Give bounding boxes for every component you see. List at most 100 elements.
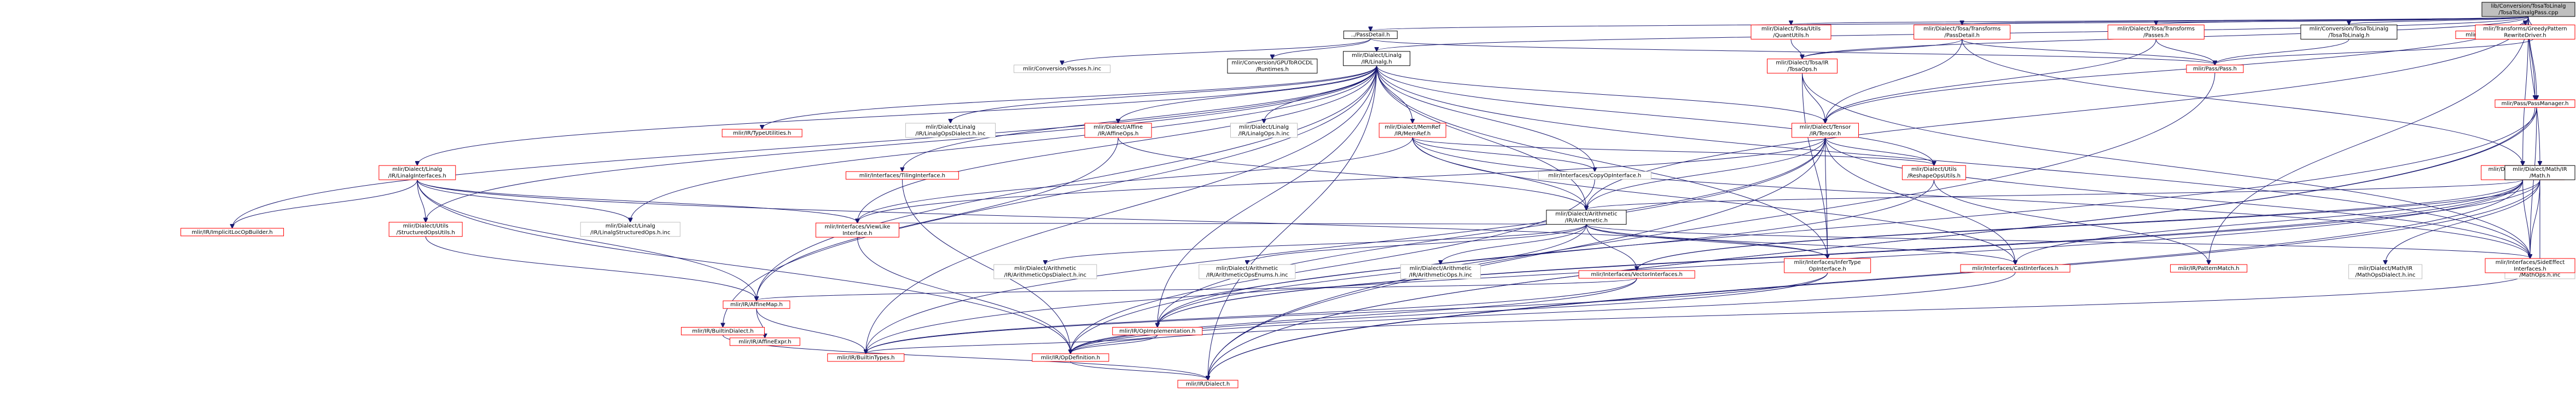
node-label-line: mlir/IR/ImplicitLocOpBuilder.h xyxy=(191,229,272,236)
node-mlir-conversion-gputorocdl-runtimes-h[interactable]: mlir/Conversion/GPUToROCDL/Runtimes.h xyxy=(1227,59,1318,74)
edge-root-to-stdops xyxy=(2523,16,2529,165)
node-box xyxy=(1032,353,1109,362)
node-box xyxy=(1343,31,1398,39)
node-box xyxy=(1177,380,1238,388)
edge-passdetail-to-convpasses xyxy=(1062,38,1371,65)
edge-stdops-to-irdialect xyxy=(1208,180,2523,380)
node-label-line: mlir/IR/AffineExpr.h xyxy=(739,339,791,345)
node-mlir-dialect-linalg-ir-linalg-h[interactable]: mlir/Dialect/Linalg/IR/Linalg.h xyxy=(1343,51,1411,66)
node-mlir-interfaces-castinterfaces-h[interactable]: mlir/Interfaces/CastInterfaces.h xyxy=(1960,264,2071,273)
node-label-line: mlir/Dialect/Arithmetic xyxy=(1014,266,1076,272)
edge-arith-to-arithopsinc xyxy=(1440,224,1587,264)
edge-affinemap-to-builtintypes xyxy=(756,308,866,353)
node-mlir-conversion-tosatolinalg-tosatolinalg-h[interactable]: mlir/Conversion/TosaToLinalg/TosaToLinal… xyxy=(2300,25,2398,40)
node-mlir-dialect-affine-ir-affineops-h[interactable]: mlir/Dialect/Affine/IR/AffineOps.h xyxy=(1084,123,1152,138)
node-box xyxy=(2475,25,2575,40)
node-mlir-ir-dialect-h[interactable]: mlir/IR/Dialect.h xyxy=(1177,380,1238,388)
node-box xyxy=(2348,264,2422,279)
node-label-line: mlir/IR/TypeUtilities.h xyxy=(733,130,791,136)
edge-linalg-to-structuredutils xyxy=(426,65,1377,222)
node-label-line: /Passes.h xyxy=(2143,33,2168,39)
node-mlir-interfaces-copyopinterface-h: mlir/Interfaces/CopyOpInterface.h xyxy=(1538,171,1652,180)
edge-vectorif-to-affinemap xyxy=(757,278,1637,300)
node-label-line: /TosaToLinalgPass.cpp xyxy=(2498,10,2558,16)
node-mlir-dialect-linalg-ir-linalgopsdialect-h-inc: mlir/Dialect/Linalg/IR/LinalgOpsDialect.… xyxy=(905,123,996,138)
node-mlir-interfaces-tilinginterface-h[interactable]: mlir/Interfaces/TilingInterface.h xyxy=(845,171,959,180)
edge-linalginterfaces-to-infertype xyxy=(417,180,1828,258)
node-mlir-transforms-greedypatternrewritedriver-h[interactable]: mlir/Transforms/GreedyPatternRewriteDriv… xyxy=(2475,25,2575,40)
node-label-line: mlir/Dialect/Linalg xyxy=(1352,53,1402,59)
edge-tensor-to-builtintypes xyxy=(866,137,1826,353)
node-box xyxy=(379,165,456,180)
edge-mathh-to-opimpl xyxy=(1158,180,2540,326)
node-box xyxy=(1792,123,1859,138)
node-mlir-ir-affineexpr-h[interactable]: mlir/IR/AffineExpr.h xyxy=(729,337,800,346)
node-mlir-ir-builtindialect-h[interactable]: mlir/IR/BuiltinDialect.h xyxy=(681,327,765,336)
edge-passmanager-to-irdialect xyxy=(1208,107,2536,380)
node-label-line: /IR/LinalgOpsDialect.h.inc xyxy=(915,131,985,137)
node-label-line: mlir/Conversion/Passes.h.inc xyxy=(1023,66,1101,72)
edge-arith-to-sideeffect xyxy=(1586,224,2530,258)
node-box xyxy=(1751,25,1831,40)
node-mlir-ir-opdefinition-h[interactable]: mlir/IR/OpDefinition.h xyxy=(1032,353,1109,362)
edge-linalg-to-reshapeutils xyxy=(1376,65,1934,165)
node-label-line: /StructuredOpsUtils.h xyxy=(397,230,455,236)
node-label-line: mlir/Conversion/TosaToLinalg xyxy=(2310,26,2389,32)
node-mlir-dialect-tosa-ir-tosaops-h[interactable]: mlir/Dialect/Tosa/IR/TosaOps.h xyxy=(1767,59,1837,74)
node-mlir-interfaces-vectorinterfaces-h[interactable]: mlir/Interfaces/VectorInterfaces.h xyxy=(1578,270,1695,279)
node-label-line: mlir/IR/OpDefinition.h xyxy=(1041,355,1100,361)
edge-mathh-to-mathdialectinc xyxy=(2386,180,2540,264)
edge-infertype-to-builtintypes xyxy=(866,272,1828,353)
node-box xyxy=(2494,99,2575,108)
edge-viewlike-to-opdef xyxy=(857,237,1071,353)
node-label-line: mlir/Dialect/Linalg xyxy=(392,167,442,173)
node-label-line: mlir/Dialect/Arithmetic xyxy=(1555,211,1617,217)
node-mlir-pass-pass-h[interactable]: mlir/Pass/Pass.h xyxy=(2186,65,2244,73)
node-mlir-dialect-tosa-utils-quantutils-h[interactable]: mlir/Dialect/Tosa/Utils/QuantUtils.h xyxy=(1751,25,1831,40)
node-passdetail-h[interactable]: ../PassDetail.h xyxy=(1343,31,1398,39)
node-label-line: mlir/Interfaces/VectorInterfaces.h xyxy=(1591,272,1683,278)
edge-root-to-mathh xyxy=(2528,16,2540,165)
node-box xyxy=(2300,25,2398,40)
node-mlir-ir-builtintypes-h[interactable]: mlir/IR/BuiltinTypes.h xyxy=(827,353,905,362)
node-mlir-dialect-linalg-ir-linalgstructuredops-h-inc: mlir/Dialect/Linalg/IR/LinalgStructuredO… xyxy=(580,222,681,237)
node-label-line: Interface.h xyxy=(842,231,872,237)
node-mlir-dialect-utils-structuredopsutils-h[interactable]: mlir/Dialect/Utils/StructuredOpsUtils.h xyxy=(388,222,463,237)
node-box xyxy=(845,171,959,180)
node-mlir-dialect-linalg-ir-linalginterfaces-h[interactable]: mlir/Dialect/Linalg/IR/LinalgInterfaces.… xyxy=(379,165,456,180)
edge-linalg-to-linalginterfaces xyxy=(417,65,1377,165)
node-label-line: mlir/Transforms/GreedyPattern xyxy=(2483,26,2567,32)
node-box xyxy=(1400,264,1481,279)
node-mlir-dialect-math-ir-math-h[interactable]: mlir/Dialect/Math/IR/Math.h xyxy=(2504,165,2575,180)
edge-tosatransdetail-to-passpass xyxy=(1962,39,2215,65)
node-box xyxy=(2107,25,2205,40)
edge-root-to-convtosa xyxy=(2349,16,2529,24)
node-mlir-dialect-tosa-transforms-passdetail-h[interactable]: mlir/Dialect/Tosa/Transforms/PassDetail.… xyxy=(1914,25,2011,40)
node-label-line: mlir/IR/BuiltinTypes.h xyxy=(837,355,895,361)
edge-linalginterfaces-to-linalgstructinc xyxy=(417,180,631,222)
node-mlir-dialect-tensor-ir-tensor-h[interactable]: mlir/Dialect/Tensor/IR/Tensor.h xyxy=(1792,123,1859,138)
node-label-line: mlir/Dialect/Tensor xyxy=(1800,124,1851,130)
node-label-line: mlir/Dialect/Utils xyxy=(1911,167,1957,173)
node-mlir-dialect-tosa-transforms-passes-h[interactable]: mlir/Dialect/Tosa/Transforms/Passes.h xyxy=(2107,25,2205,40)
node-mlir-pass-passmanager-h[interactable]: mlir/Pass/PassManager.h xyxy=(2494,99,2575,108)
node-box xyxy=(1230,123,1298,138)
node-mlir-dialect-memref-ir-memref-h[interactable]: mlir/Dialect/MemRef/IR/MemRef.h xyxy=(1379,123,1446,138)
node-label-line: mlir/Pass/Pass.h xyxy=(2193,66,2237,72)
node-mlir-ir-typeutilities-h[interactable]: mlir/IR/TypeUtilities.h xyxy=(722,129,803,137)
node-mlir-ir-implicitlocopbuilder-h[interactable]: mlir/IR/ImplicitLocOpBuilder.h xyxy=(181,228,284,237)
node-mlir-ir-affinemap-h[interactable]: mlir/IR/AffineMap.h xyxy=(723,300,790,309)
edge-memref-to-reshapeutils xyxy=(1412,137,1934,165)
node-mlir-dialect-arithmetic-ir-arithmetic-h[interactable]: mlir/Dialect/Arithmetic/IR/Arithmetic.h xyxy=(1546,210,1627,225)
node-label-line: /MathOpsDialect.h.inc xyxy=(2355,272,2415,278)
edge-linalg-to-sideeffect xyxy=(1376,65,2530,258)
node-mlir-dialect-arithmetic-ir-arithmeticops-h-inc: mlir/Dialect/Arithmetic/IR/ArithmeticOps… xyxy=(1400,264,1481,279)
node-mlir-ir-opimplementation-h[interactable]: mlir/IR/OpImplementation.h xyxy=(1112,327,1203,336)
edge-tensor-to-opimpl xyxy=(1158,137,1826,327)
node-mlir-ir-patternmatch-h[interactable]: mlir/IR/PatternMatch.h xyxy=(2170,264,2248,273)
node-box xyxy=(723,300,790,309)
node-mlir-dialect-utils-reshapeopsutils-h[interactable]: mlir/Dialect/Utils/ReshapeOpsUtils.h xyxy=(1902,165,1966,180)
